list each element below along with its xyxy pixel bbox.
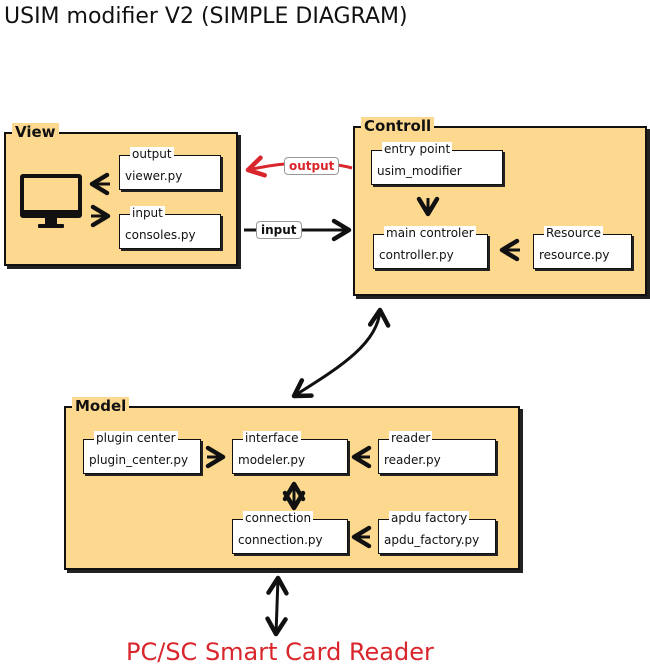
resource-box-label: Resource <box>544 226 604 240</box>
apdu-factory-box-label: apdu factory <box>389 511 470 525</box>
interface-box-label: interface <box>243 431 301 445</box>
output-box-label: output <box>130 147 174 161</box>
input-box-value: consoles.py <box>125 228 196 242</box>
resource-box-value: resource.py <box>539 248 610 262</box>
arrow-controll-model <box>291 307 391 399</box>
reader-box-label: reader <box>389 431 433 445</box>
plugin-center-box-value: plugin_center.py <box>89 453 189 467</box>
input-box: input consoles.py <box>119 206 221 249</box>
card-reader-label: PC/SC Smart Card Reader <box>126 638 434 666</box>
output-box: output viewer.py <box>119 147 221 190</box>
connection-box-label: connection <box>243 511 314 525</box>
entry-point-box: entry point usim_modifier <box>371 142 503 185</box>
main-controler-box-label: main controler <box>384 226 476 240</box>
input-box-label: input <box>130 206 165 220</box>
interface-box-value: modeler.py <box>238 453 306 467</box>
interface-box: interface modeler.py <box>232 431 348 474</box>
output-box-value: viewer.py <box>125 169 183 183</box>
diagram-title: USIM modifier V2 (SIMPLE DIAGRAM) <box>4 4 408 29</box>
reader-box-value: reader.py <box>384 453 441 467</box>
apdu-factory-box-value: apdu_factory.py <box>384 533 480 547</box>
entry-point-box-label: entry point <box>382 142 453 156</box>
view-panel-label: View <box>12 123 59 141</box>
apdu-factory-box: apdu factory apdu_factory.py <box>378 511 496 554</box>
plugin-center-box: plugin center plugin_center.py <box>83 431 201 474</box>
reader-box: reader reader.py <box>378 431 496 474</box>
resource-box: Resource resource.py <box>533 226 632 269</box>
model-panel-label: Model <box>72 397 130 415</box>
output-link-tag: output <box>284 157 340 175</box>
main-controler-box: main controler controller.py <box>373 226 488 269</box>
connection-box: connection connection.py <box>232 511 348 554</box>
entry-point-box-value: usim_modifier <box>377 164 462 178</box>
monitor-icon <box>20 174 82 228</box>
arrow-model-cardreader <box>265 575 289 637</box>
input-link-tag: input <box>256 221 302 239</box>
plugin-center-box-label: plugin center <box>94 431 178 445</box>
controll-panel-label: Controll <box>361 117 435 135</box>
connection-box-value: connection.py <box>238 533 323 547</box>
main-controler-box-value: controller.py <box>379 248 454 262</box>
